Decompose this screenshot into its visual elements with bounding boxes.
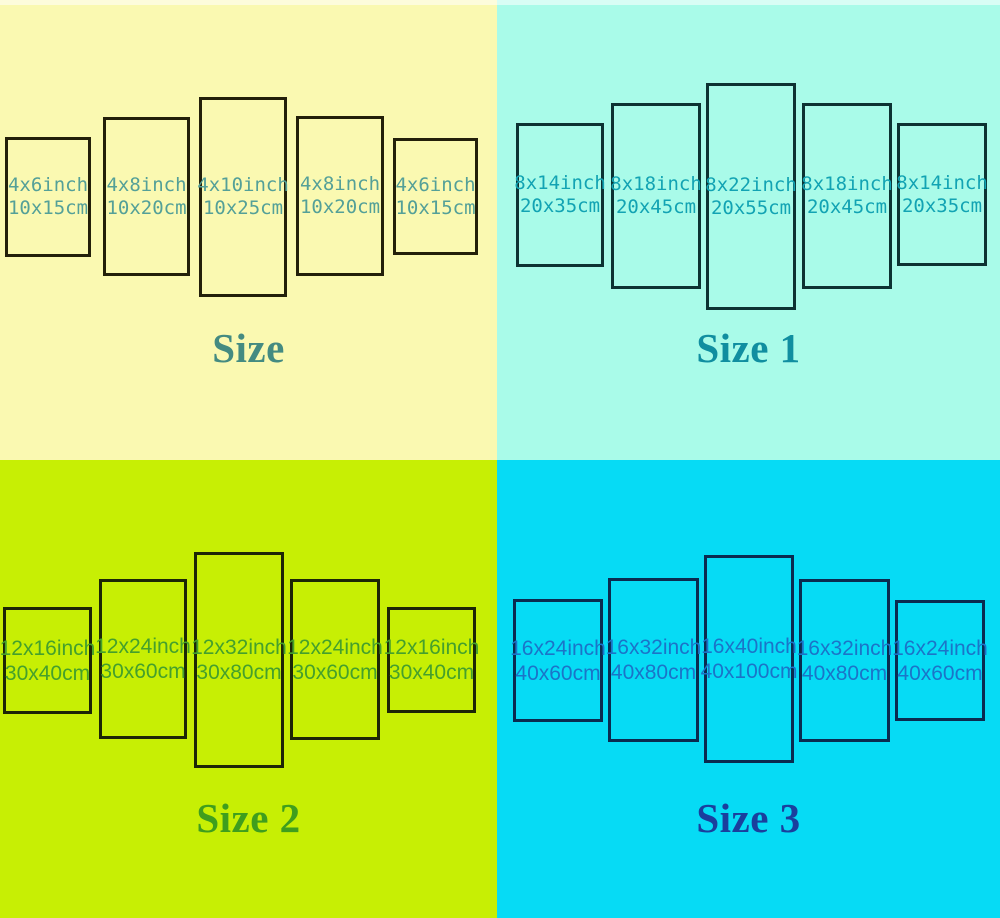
panel-size-label: 12x24inch 30x60cm [95,634,191,684]
panel-outline-1: 12x16inch 30x40cm [0,607,95,714]
panel-outline-5: 8x14inch 20x35cm [896,123,988,266]
panel-cm-text: 10x25cm [202,197,284,219]
panel-inch-text: 4x6inch [395,173,476,196]
panel-inch-text: 4x6inch [7,174,89,196]
panel-size-label: 8x14inch 20x35cm [514,172,606,218]
panel-inch-text: 16x32inch [796,636,893,660]
panel-outline-5: 4x6inch 10x15cm [393,138,478,255]
panel-inch-text: 8x18inch [610,173,702,195]
panel-outline-2: 4x8inch 10x20cm [103,117,190,276]
panel-outline-4: 8x18inch 20x45cm [801,103,893,289]
size-group-size-3: 16x24inch 40x60cm 16x32inch 40x80cm 16x4… [497,460,1000,918]
panel-inch-text: 16x24inch [892,636,988,660]
panel-size-label: 8x14inch 20x35cm [896,172,988,218]
panel-outline-1: 4x6inch 10x15cm [5,137,91,257]
panel-outline-4: 4x8inch 10x20cm [296,116,384,276]
panel-inch-text: 12x16inch [383,636,480,659]
panel-size-label: 12x24inch 30x60cm [287,635,383,685]
size-group-size: 4x6inch 10x15cm 4x8inch 10x20cm 4x10inch… [0,0,497,460]
size-group-size-1: 8x14inch 20x35cm 8x18inch 20x45cm 8x22in… [497,0,1000,460]
panel-cm-text: 30x40cm [4,661,91,685]
size-group-title: Size 1 [696,325,801,371]
panel-inch-text: 4x8inch [106,173,187,196]
panel-cm-text: 40x80cm [610,661,697,684]
panel-cm-text: 10x20cm [106,196,187,219]
panel-size-label: 4x8inch 10x20cm [300,173,380,219]
panel-size-label: 8x18inch 20x45cm [610,173,702,219]
panel-inch-text: 8x18inch [801,173,893,195]
panel-cm-text: 20x35cm [519,195,601,217]
panel-cm-text: 10x15cm [7,197,89,219]
panel-outline-1: 8x14inch 20x35cm [514,123,606,267]
panel-size-label: 16x24inch 40x60cm [510,636,606,686]
panel-size-label: 12x16inch 30x40cm [384,635,480,685]
panel-inch-text: 12x32inch [191,636,287,659]
panel-size-label: 16x24inch 40x60cm [892,636,988,686]
size-group-size-2: 12x16inch 30x40cm 12x24inch 30x60cm 12x3… [0,460,497,918]
panel-outline-3: 16x40inch 40x100cm [701,555,797,763]
panel-outline-2: 16x32inch 40x80cm [606,578,702,742]
panel-inch-text: 4x10inch [197,174,289,196]
panel-inch-text: 12x24inch [95,635,191,658]
panel-size-label: 16x40inch 40x100cm [701,634,798,684]
panel-inch-text: 8x14inch [896,171,988,194]
size-group-title: Size 3 [696,795,801,841]
panel-cm-text: 40x60cm [515,661,601,685]
panel-inch-text: 12x24inch [287,635,383,659]
panel-cm-text: 30x40cm [388,661,475,684]
panel-cm-text: 40x80cm [801,661,888,685]
panel-cm-text: 30x60cm [292,660,378,684]
panel-size-label: 12x16inch 30x40cm [0,636,95,686]
panel-outline-3: 8x22inch 20x55cm [705,83,797,310]
panel-cm-text: 30x60cm [100,660,186,683]
panel-size-label: 4x10inch 10x25cm [197,174,289,220]
panel-outline-3: 12x32inch 30x80cm [191,552,287,768]
panel-size-label: 16x32inch 40x80cm [606,635,702,685]
panel-outline-1: 16x24inch 40x60cm [510,599,606,722]
panel-outline-4: 12x24inch 30x60cm [287,579,383,740]
panel-cm-text: 10x15cm [395,196,476,219]
panel-cm-text: 10x20cm [299,196,381,218]
panel-outline-5: 12x16inch 30x40cm [384,607,479,713]
panel-size-label: 4x6inch 10x15cm [395,174,475,220]
panel-cm-text: 20x55cm [710,196,792,219]
panel-size-label: 16x32inch 40x80cm [797,636,893,686]
panel-cm-text: 30x80cm [196,661,282,684]
panel-outline-3: 4x10inch 10x25cm [197,97,289,297]
panel-size-label: 8x22inch 20x55cm [705,174,797,220]
panel-inch-text: 16x40inch [701,635,797,658]
panel-outline-5: 16x24inch 40x60cm [892,600,988,721]
panel-inch-text: 12x16inch [0,636,96,660]
panel-size-label: 8x18inch 20x45cm [801,173,893,219]
panel-size-label: 12x32inch 30x80cm [191,635,287,685]
panel-size-label: 4x8inch 10x20cm [106,174,186,220]
panel-cm-text: 20x45cm [615,196,697,218]
panel-outline-2: 8x18inch 20x45cm [610,103,702,289]
size-group-title: Size 2 [196,795,301,841]
panel-cm-text: 40x100cm [700,660,798,683]
panel-inch-text: 8x14inch [514,172,606,194]
panel-outline-4: 16x32inch 40x80cm [797,579,893,742]
size-group-title: Size [212,325,285,371]
panel-inch-text: 16x32inch [605,636,702,659]
panel-cm-text: 20x45cm [806,196,888,218]
panel-inch-text: 8x22inch [705,173,797,196]
panel-size-label: 4x6inch 10x15cm [8,174,88,220]
top-edge-highlight [0,0,1000,5]
panel-cm-text: 20x35cm [901,194,983,217]
panel-outline-2: 12x24inch 30x60cm [95,579,191,739]
panel-inch-text: 4x8inch [299,173,381,195]
panel-cm-text: 40x60cm [897,661,983,685]
panel-inch-text: 16x24inch [510,636,606,660]
